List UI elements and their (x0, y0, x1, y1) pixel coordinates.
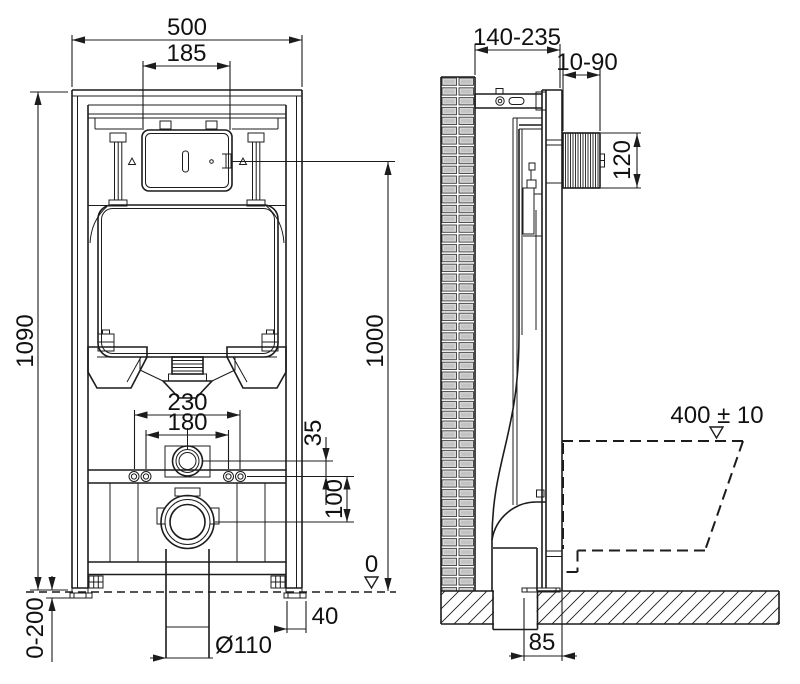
dim-flush-center-height: 100 0 (232, 160, 395, 591)
support-arm-left (87, 346, 148, 389)
dim-label-100: 100 (321, 479, 348, 519)
dim-label-185: 185 (166, 40, 206, 67)
anchor-bolt (495, 88, 504, 95)
cistern-side (491, 124, 563, 541)
level-marker-triangle-icon (708, 426, 725, 440)
floor-section (440, 590, 780, 625)
dim-label-0: 0 (365, 551, 378, 578)
dim-label-40: 40 (312, 603, 339, 630)
dim-drain-offset: 100 (215, 476, 354, 523)
frame-profile (474, 88, 563, 593)
dimensions: 500 185 1090 100 0 230 (12, 14, 764, 662)
dim-label-500: 500 (167, 14, 207, 41)
dim-drain-wall-offset: 85 (509, 592, 577, 661)
dim-installation-depth: 140-235 (473, 24, 561, 88)
level-marker-triangle-icon (363, 576, 380, 590)
dim-drain-diameter: Ø110 (150, 632, 272, 662)
drain-bend (491, 501, 562, 631)
cistern-tank (87, 204, 287, 450)
flush-rod-slot (182, 150, 189, 173)
dim-label-180: 180 (167, 409, 207, 436)
dim-leg-adjustment: 0-200 (22, 576, 70, 662)
dim-label-400: 400 ± 10 (670, 402, 763, 429)
dim-water-offset: 35 (203, 420, 354, 505)
wall-bracket (474, 93, 542, 109)
dim-label-120: 120 (609, 140, 636, 180)
mounting-rods (108, 132, 266, 207)
dim-label-10-90: 10-90 (556, 49, 617, 76)
front-view (26, 89, 396, 658)
toilet-bowl-outline (562, 440, 744, 573)
dim-label-1000: 1000 (362, 314, 389, 367)
dim-label-1090: 1090 (12, 314, 39, 367)
dim-actuator-reach: 10-90 (556, 49, 618, 131)
dim-flush-plate-width: 185 (142, 40, 231, 130)
floor-level-marker: 0 (363, 551, 380, 590)
dim-label-35: 35 (300, 420, 327, 447)
dim-side-offset: 40 (274, 601, 338, 633)
warning-triangle-icon (127, 156, 137, 165)
dim-fixing-inner: 180 (145, 409, 230, 469)
side-view (440, 76, 780, 631)
support-arm-right (226, 346, 287, 389)
dim-label-0-200: 0-200 (22, 597, 49, 658)
dim-label-230: 230 (167, 389, 207, 416)
bowl-fixing-holes (128, 471, 246, 482)
dim-actuator-height: 120 (601, 132, 641, 189)
actuator-clip (222, 153, 232, 169)
dim-label-dia110: Ø110 (215, 632, 272, 659)
dim-overall-width: 500 (71, 14, 303, 87)
dim-label-140-235: 140-235 (473, 24, 561, 51)
flush-actuator-box (562, 132, 605, 189)
dim-label-85: 85 (529, 629, 556, 656)
dim-bowl-height: 400 ± 10 (670, 402, 764, 440)
pipe-cutout (494, 589, 537, 631)
wall-section (440, 76, 476, 591)
drain-connector (156, 487, 220, 658)
flush-plate-window (127, 129, 248, 192)
pin-hole (209, 159, 214, 164)
dim-fixing-outer: 230 (133, 389, 241, 469)
dim-frame-height: 1090 (12, 91, 68, 591)
